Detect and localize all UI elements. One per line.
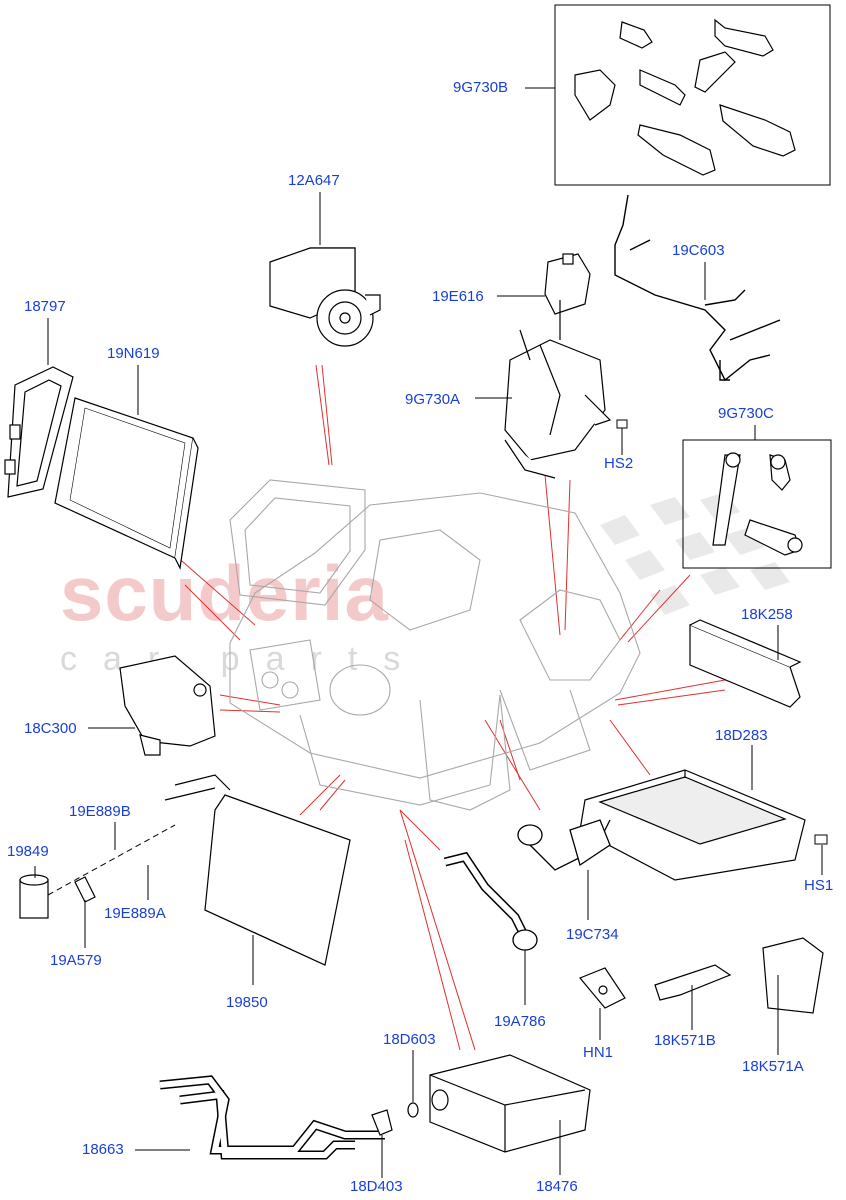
pollen-filter-icon — [54, 397, 199, 570]
wiring-harness-icon — [614, 194, 781, 382]
part-label-19c603[interactable]: 19C603 — [672, 242, 725, 259]
part-label-19850[interactable]: 19850 — [226, 994, 268, 1011]
auxiliary-heater-core-icon — [429, 1054, 591, 1153]
part-label-19e889b[interactable]: 19E889B — [69, 803, 131, 820]
watermark-flag — [600, 492, 790, 615]
part-label-18d603[interactable]: 18D603 — [383, 1031, 436, 1048]
kit-box-9g730c — [682, 439, 832, 569]
evaporator-tray-icon — [579, 769, 806, 881]
actuator-link-parts-icon — [574, 18, 796, 176]
part-label-19n619[interactable]: 19N619 — [107, 345, 160, 362]
clip-nut-icon — [579, 967, 626, 1009]
part-label-18663[interactable]: 18663 — [82, 1141, 124, 1158]
part-label-18d403[interactable]: 18D403 — [350, 1178, 403, 1195]
heater-core-icon — [164, 774, 351, 966]
duct-bracket-icon — [689, 619, 802, 708]
part-label-19e889a[interactable]: 19E889A — [104, 905, 166, 922]
screw-hs2-icon — [616, 419, 628, 429]
part-label-18k571a[interactable]: 18K571A — [742, 1058, 804, 1075]
part-label-9g730c[interactable]: 9G730C — [718, 405, 774, 422]
valve-icon — [19, 874, 96, 919]
part-label-19c734[interactable]: 19C734 — [566, 926, 619, 943]
actuator-assembly-icon — [504, 300, 612, 479]
part-label-9g730a[interactable]: 9G730A — [405, 391, 461, 408]
blower-motor-icon — [269, 247, 381, 347]
part-label-18797[interactable]: 18797 — [24, 298, 66, 315]
part-label-19a579[interactable]: 19A579 — [50, 952, 102, 969]
lever-parts-icon — [712, 452, 803, 556]
part-label-18c300[interactable]: 18C300 — [24, 720, 77, 737]
part-label-19a786[interactable]: 19A786 — [494, 1013, 546, 1030]
kit-box-9g730b — [554, 4, 831, 186]
duct-cover-icon — [119, 655, 216, 756]
part-label-19849[interactable]: 19849 — [7, 843, 49, 860]
part-label-18476[interactable]: 18476 — [536, 1178, 578, 1195]
part-label-hs1[interactable]: HS1 — [804, 877, 834, 894]
part-label-12a647[interactable]: 12A647 — [288, 172, 340, 189]
red-leader-lines — [174, 364, 726, 1051]
actuator-icon — [544, 253, 591, 315]
shield-plate-icon — [762, 937, 824, 1014]
filter-frame-icon — [4, 366, 74, 498]
hvac-housing-icon — [229, 479, 641, 811]
clamp-icon — [371, 1102, 419, 1136]
part-label-18k571b[interactable]: 18K571B — [654, 1032, 716, 1049]
part-label-18k258[interactable]: 18K258 — [741, 606, 793, 623]
part-label-hn1[interactable]: HN1 — [583, 1044, 614, 1061]
part-label-19e616[interactable]: 19E616 — [432, 288, 484, 305]
coolant-pipes-inner-icon — [159, 1076, 385, 1158]
part-label-18d283[interactable]: 18D283 — [715, 727, 768, 744]
drain-pipe-icon — [517, 819, 611, 871]
screw-hs1-icon — [814, 834, 828, 845]
part-label-hs2[interactable]: HS2 — [604, 455, 634, 472]
dashed-assembly-line — [47, 824, 176, 896]
pipe-icon — [443, 851, 538, 951]
part-label-9g730b[interactable]: 9G730B — [453, 79, 509, 96]
bracket-icon — [654, 964, 732, 1001]
